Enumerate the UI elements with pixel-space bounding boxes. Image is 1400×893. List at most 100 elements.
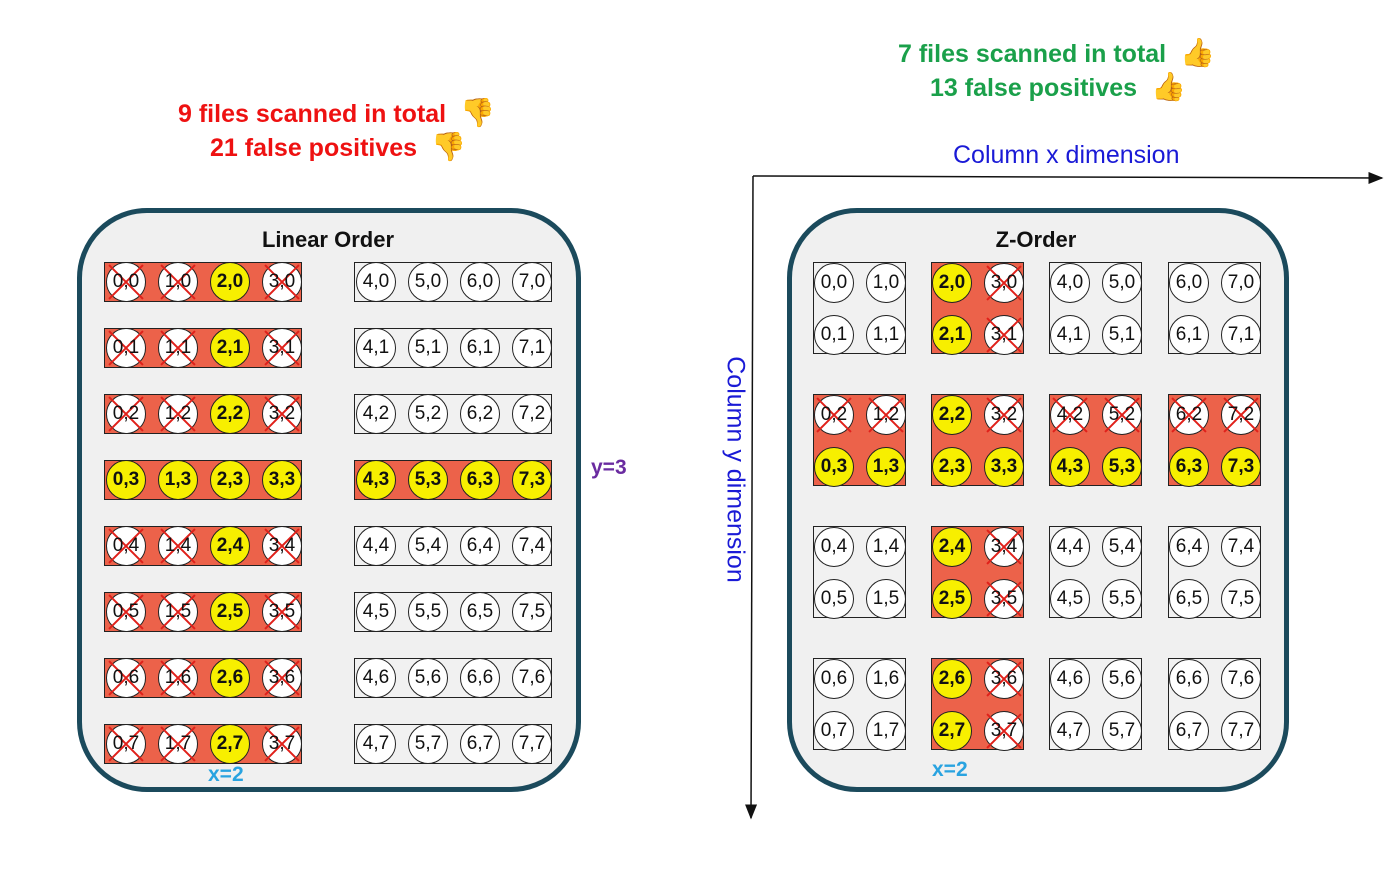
cell-label: 1,2 — [872, 404, 900, 425]
cell-5-4: 5,4 — [1102, 527, 1142, 567]
cell-3-1: 3,1 — [262, 328, 302, 368]
cell-4-7: 4,7 — [1050, 711, 1090, 751]
cell-label: 3,6 — [268, 667, 296, 688]
cell-2-7: 2,7 — [210, 724, 250, 764]
cell-label: 0,7 — [820, 720, 848, 741]
zorder-stat-false-positives: 13 false positives👍 — [930, 70, 1186, 103]
linear-x-marker: x=2 — [208, 763, 244, 786]
cell-label: 7,4 — [1227, 536, 1255, 557]
cell-label: 2,4 — [216, 535, 244, 556]
cell-label: 5,3 — [414, 469, 442, 490]
cell-label: 7,6 — [1227, 668, 1255, 689]
cell-label: 5,5 — [414, 601, 442, 622]
cell-0-1: 0,1 — [814, 315, 854, 355]
cell-label: 4,1 — [1056, 324, 1084, 345]
cell-0-4: 0,4 — [106, 526, 146, 566]
cell-7-1: 7,1 — [512, 328, 552, 368]
cell-2-1: 2,1 — [932, 315, 972, 355]
y-axis-arrow — [745, 175, 758, 820]
linear-y-marker: y=3 — [591, 456, 627, 479]
cell-label: 2,7 — [216, 733, 244, 754]
zorder-x-marker: x=2 — [932, 758, 968, 781]
cell-label: 2,3 — [938, 456, 966, 477]
cell-label: 2,0 — [216, 271, 244, 292]
cell-label: 2,1 — [938, 324, 966, 345]
cell-1-2: 1,2 — [158, 394, 198, 434]
cell-label: 6,6 — [1175, 668, 1203, 689]
cell-6-1: 6,1 — [1169, 315, 1209, 355]
cell-3-6: 3,6 — [984, 659, 1024, 699]
cell-7-4: 7,4 — [1221, 527, 1261, 567]
cell-7-6: 7,6 — [1221, 659, 1261, 699]
cell-2-4: 2,4 — [210, 526, 250, 566]
cell-5-2: 5,2 — [408, 394, 448, 434]
cell-label: 6,5 — [466, 601, 494, 622]
cell-label: 3,3 — [268, 469, 296, 490]
cell-label: 2,2 — [938, 404, 966, 425]
cell-label: 5,5 — [1108, 588, 1136, 609]
cell-6-4: 6,4 — [1169, 527, 1209, 567]
cell-0-2: 0,2 — [106, 394, 146, 434]
cell-1-0: 1,0 — [866, 263, 906, 303]
cell-3-0: 3,0 — [984, 263, 1024, 303]
cell-label: 0,4 — [820, 536, 848, 557]
cell-label: 7,5 — [1227, 588, 1255, 609]
cell-label: 2,1 — [216, 337, 244, 358]
cell-7-2: 7,2 — [512, 394, 552, 434]
cell-label: 1,6 — [164, 667, 192, 688]
cell-6-6: 6,6 — [460, 658, 500, 698]
cell-4-1: 4,1 — [1050, 315, 1090, 355]
linear-stat-false-positives: 21 false positives👎 — [210, 130, 466, 163]
cell-label: 5,6 — [1108, 668, 1136, 689]
cell-label: 1,5 — [164, 601, 192, 622]
cell-5-6: 5,6 — [408, 658, 448, 698]
cell-label: 1,2 — [164, 403, 192, 424]
cell-6-0: 6,0 — [1169, 263, 1209, 303]
cell-label: 7,3 — [1227, 456, 1255, 477]
cell-7-2: 7,2 — [1221, 395, 1261, 435]
cell-label: 2,6 — [938, 668, 966, 689]
cell-0-7: 0,7 — [106, 724, 146, 764]
cell-label: 2,5 — [938, 588, 966, 609]
x-axis-label: Column x dimension — [953, 141, 1180, 169]
cell-label: 5,0 — [1108, 272, 1136, 293]
cell-label: 6,0 — [1175, 272, 1203, 293]
cell-7-4: 7,4 — [512, 526, 552, 566]
cell-0-0: 0,0 — [814, 263, 854, 303]
zorder-stat-files: 7 files scanned in total👍 — [898, 36, 1215, 69]
cell-label: 7,0 — [518, 271, 546, 292]
cell-2-1: 2,1 — [210, 328, 250, 368]
x-axis-arrow — [752, 171, 1384, 184]
cell-6-2: 6,2 — [1169, 395, 1209, 435]
cell-label: 5,1 — [1108, 324, 1136, 345]
cell-2-0: 2,0 — [210, 262, 250, 302]
cell-label: 4,4 — [362, 535, 390, 556]
cell-5-6: 5,6 — [1102, 659, 1142, 699]
cell-4-3: 4,3 — [1050, 447, 1090, 487]
cell-1-0: 1,0 — [158, 262, 198, 302]
cell-1-6: 1,6 — [158, 658, 198, 698]
cell-label: 7,0 — [1227, 272, 1255, 293]
cell-3-2: 3,2 — [984, 395, 1024, 435]
cell-label: 1,4 — [164, 535, 192, 556]
cell-7-1: 7,1 — [1221, 315, 1261, 355]
cell-label: 1,4 — [872, 536, 900, 557]
cell-5-4: 5,4 — [408, 526, 448, 566]
cell-0-5: 0,5 — [106, 592, 146, 632]
cell-4-2: 4,2 — [356, 394, 396, 434]
cell-label: 0,6 — [112, 667, 140, 688]
thumbs-down-icon: 👎 — [460, 97, 496, 128]
cell-label: 1,0 — [164, 271, 192, 292]
cell-label: 1,0 — [872, 272, 900, 293]
cell-1-7: 1,7 — [866, 711, 906, 751]
cell-0-6: 0,6 — [814, 659, 854, 699]
zorder-files-scanned-text: 7 files scanned in total — [898, 40, 1167, 68]
cell-label: 7,4 — [518, 535, 546, 556]
cell-label: 4,7 — [362, 733, 390, 754]
y-axis-label: Column y dimension — [721, 356, 750, 583]
cell-6-3: 6,3 — [460, 460, 500, 500]
cell-label: 7,3 — [518, 469, 546, 490]
cell-label: 4,2 — [1056, 404, 1084, 425]
cell-6-1: 6,1 — [460, 328, 500, 368]
cell-0-3: 0,3 — [106, 460, 146, 500]
